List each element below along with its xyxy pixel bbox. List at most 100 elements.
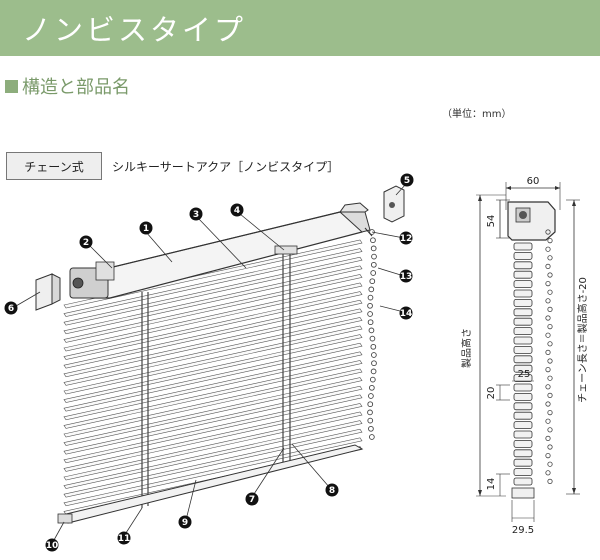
chain-bead — [367, 311, 373, 317]
slat-stack-segment — [513, 439, 533, 448]
slat — [63, 385, 363, 455]
slat-stack-segment — [513, 327, 533, 336]
slat-stack-segment — [513, 261, 533, 270]
slat-stack-segment — [513, 374, 533, 383]
slat-stack-segment — [513, 364, 533, 373]
side-chain-bead — [545, 349, 551, 355]
chain-bead — [367, 401, 374, 408]
callout-14: 14 — [399, 306, 413, 320]
dim-head-height: 54 — [486, 215, 497, 228]
slat — [63, 308, 363, 378]
side-chain-bead — [545, 366, 551, 373]
slat — [63, 377, 363, 446]
chain-bead — [371, 360, 377, 367]
slat-stack-segment — [513, 336, 533, 345]
svg-text:9: 9 — [182, 518, 188, 528]
side-chain-bead — [545, 298, 551, 304]
bottom-rail-cap — [57, 513, 73, 524]
slat-stack-segment — [513, 392, 533, 401]
square-bullet-icon — [5, 79, 18, 93]
slat — [63, 265, 363, 335]
side-chain-bead — [547, 306, 553, 312]
slat-stack-segment — [513, 458, 533, 467]
side-chain-bead — [547, 358, 553, 364]
slat — [63, 334, 363, 403]
operating-chain — [367, 229, 377, 440]
chain-bead — [367, 319, 374, 326]
callout-9: 9 — [178, 515, 192, 529]
slat-stack-segment — [513, 251, 533, 260]
chain-bead — [370, 237, 376, 244]
slat-stack-segment — [513, 449, 533, 458]
chain-bead — [370, 245, 377, 252]
side-chain-bead — [547, 444, 553, 450]
chain-bead — [368, 384, 375, 391]
chain-bead — [368, 327, 375, 334]
side-chain-bead — [545, 246, 551, 252]
svg-text:2: 2 — [83, 238, 89, 248]
side-chain-bead — [547, 255, 553, 261]
slat — [63, 317, 363, 386]
svg-text:12: 12 — [400, 234, 413, 244]
slat-stack-segment — [513, 242, 533, 251]
chain-bead — [370, 261, 377, 268]
svg-text:14: 14 — [400, 309, 413, 319]
side-chain-bead — [547, 375, 553, 381]
callout-12: 12 — [399, 231, 413, 245]
svg-text:1: 1 — [143, 224, 149, 234]
svg-text:7: 7 — [249, 495, 255, 505]
slat — [63, 428, 363, 498]
bracket-right — [383, 185, 405, 223]
section-title: 構造と部品名 — [22, 77, 130, 98]
slat — [63, 368, 363, 438]
chain-bead — [369, 335, 376, 342]
side-chain-bead — [547, 272, 553, 278]
slat-stack-segment — [513, 280, 533, 289]
dim-bottom-width: 29.5 — [512, 525, 534, 536]
side-chain-bead — [547, 409, 553, 416]
svg-text:8: 8 — [329, 486, 335, 496]
slat — [63, 256, 363, 326]
slat-stack-segment — [513, 430, 533, 439]
callout-4: 4 — [230, 203, 244, 217]
slat-stack-segment — [513, 270, 533, 279]
chain-bead — [369, 278, 376, 285]
dim-width-top: 60 — [527, 176, 540, 187]
side-chain-bead — [547, 341, 553, 347]
callout-6: 6 — [4, 301, 18, 315]
side-chain-bead — [547, 478, 553, 484]
side-chain-bead — [547, 323, 553, 330]
slat — [63, 411, 363, 481]
gear-icon — [72, 277, 84, 289]
chain-bead — [371, 352, 377, 358]
slat-stack-segment — [513, 289, 533, 298]
slat-stack-segment — [513, 308, 533, 317]
svg-text:13: 13 — [400, 272, 413, 282]
svg-text:3: 3 — [193, 210, 199, 220]
slat-stack-segment — [513, 411, 533, 420]
chain-bead — [371, 253, 377, 260]
section-heading: 構造と部品名 — [5, 75, 130, 98]
side-chain-bead — [545, 452, 551, 459]
side-chain-bead — [545, 384, 551, 390]
side-chain-bead — [545, 229, 551, 235]
slat — [63, 325, 363, 395]
slat — [63, 420, 363, 489]
slat-stack-segment — [513, 477, 533, 486]
slat — [63, 248, 363, 317]
slats-group — [63, 239, 363, 515]
dim-slat-width: 25 — [518, 369, 531, 380]
callout-7: 7 — [245, 492, 259, 506]
side-chain-bead — [545, 418, 551, 424]
chain-bead — [370, 368, 377, 375]
svg-text:11: 11 — [118, 534, 131, 544]
head-box-cap — [95, 261, 115, 281]
slat — [63, 282, 363, 352]
chain-bead — [370, 270, 377, 276]
head-clip — [274, 245, 298, 255]
dim-chain-length: チェーン長さ＝製品高さ-20 — [576, 277, 589, 403]
slat — [63, 274, 363, 343]
side-view — [476, 182, 580, 522]
side-chain-bead — [545, 315, 551, 321]
side-chain-bead — [545, 435, 551, 441]
